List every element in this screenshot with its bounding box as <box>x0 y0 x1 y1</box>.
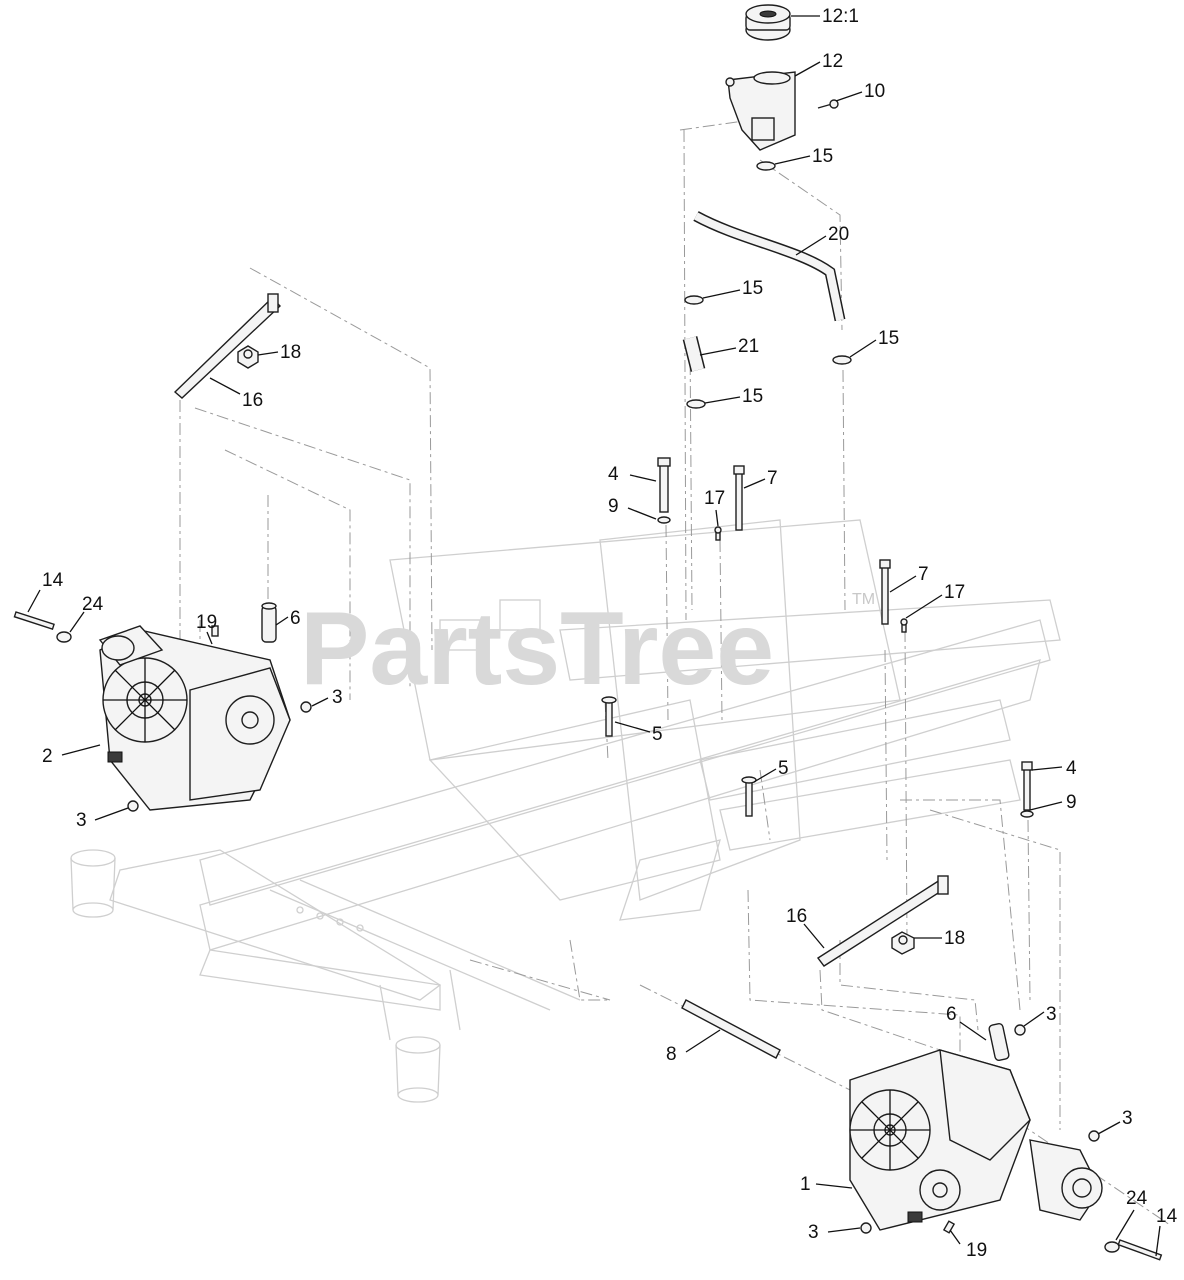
callout-15: 15 <box>878 328 899 349</box>
callout-16: 16 <box>242 390 263 411</box>
callout-3: 3 <box>332 687 343 708</box>
callout-3: 3 <box>76 810 87 831</box>
callout-18: 18 <box>280 342 301 363</box>
callout-4: 4 <box>608 464 619 485</box>
hose-20 <box>693 211 846 322</box>
leader-lines <box>27 15 1161 1257</box>
callout-15: 15 <box>812 146 833 167</box>
callout-19: 19 <box>196 612 217 633</box>
callout-21: 21 <box>738 336 759 357</box>
bracket-16-right <box>816 875 949 967</box>
callout-19: 19 <box>966 1240 987 1261</box>
screw-10 <box>817 99 839 109</box>
knob-18-left <box>237 345 259 369</box>
callout-12-1: 12:1 <box>822 6 859 27</box>
callout-12: 12 <box>822 51 843 72</box>
callout-labels: 12:1 12 10 15 20 15 21 15 15 18 16 4 9 1… <box>42 6 1178 1261</box>
oil-reservoir <box>725 71 796 151</box>
callout-6: 6 <box>946 1004 957 1025</box>
callout-8: 8 <box>666 1044 677 1065</box>
callout-16: 16 <box>786 906 807 927</box>
watermark-trademark: TM <box>852 591 875 608</box>
callout-5: 5 <box>778 758 789 779</box>
callout-3: 3 <box>1122 1108 1133 1129</box>
callout-6: 6 <box>290 608 301 629</box>
callout-3: 3 <box>808 1222 819 1243</box>
transaxle-left <box>98 625 291 811</box>
callout-24: 24 <box>1126 1188 1148 1209</box>
callout-10: 10 <box>864 81 885 102</box>
callout-9: 9 <box>1066 792 1077 813</box>
callout-24: 24 <box>82 594 104 615</box>
callout-2: 2 <box>42 746 53 767</box>
callout-14: 14 <box>1156 1206 1178 1227</box>
callout-17: 17 <box>944 582 965 603</box>
knob-18-right <box>891 931 915 955</box>
nuts <box>127 625 1100 1234</box>
callout-18: 18 <box>944 928 965 949</box>
reservoir-cap <box>745 4 791 41</box>
callout-9: 9 <box>608 496 619 517</box>
callout-15: 15 <box>742 386 763 407</box>
callout-3: 3 <box>1046 1004 1057 1025</box>
callout-15: 15 <box>742 278 763 299</box>
mower-frame <box>70 519 1061 1103</box>
watermark: PartsTree TM <box>300 591 875 707</box>
hose-clamps <box>684 161 852 409</box>
hose-21 <box>682 336 706 372</box>
callout-4: 4 <box>1066 758 1077 779</box>
transaxle-right <box>849 1049 1103 1231</box>
spacers <box>261 602 1010 1062</box>
bracket-16-left <box>173 293 282 399</box>
callout-14: 14 <box>42 570 64 591</box>
shaft-8 <box>681 999 781 1059</box>
bolts <box>13 457 1163 1261</box>
callout-5: 5 <box>652 724 663 745</box>
callout-17: 17 <box>704 488 725 509</box>
callout-1: 1 <box>800 1174 811 1195</box>
callout-7: 7 <box>918 564 929 585</box>
callout-20: 20 <box>828 224 849 245</box>
callout-7: 7 <box>767 468 778 489</box>
watermark-text: PartsTree <box>300 591 774 707</box>
